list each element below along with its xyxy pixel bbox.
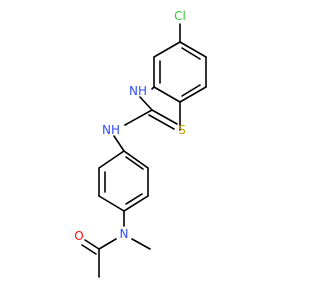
bond-n-methyl xyxy=(131,238,151,250)
chlorotoluene-ring xyxy=(153,41,207,103)
chemical-structure: Cl NH S NH O N xyxy=(74,9,207,278)
atom-n-amide: N xyxy=(120,227,129,241)
double-bond-c-s xyxy=(148,114,175,130)
bond-nh-c xyxy=(139,96,153,111)
double-bond xyxy=(125,156,144,170)
bond xyxy=(153,86,181,103)
bond xyxy=(123,195,149,212)
atom-nh-upper: NH xyxy=(129,84,147,98)
bond xyxy=(98,150,125,169)
double-bond xyxy=(181,47,201,60)
bond-c-nh xyxy=(151,86,155,90)
bond-nh-ring xyxy=(113,135,125,152)
phenylene-ring xyxy=(98,150,149,212)
atom-o: O xyxy=(74,229,83,243)
double-bond-c-o xyxy=(84,239,100,250)
bond-nh-c xyxy=(124,109,153,126)
bond xyxy=(179,41,207,58)
double-bond xyxy=(181,84,201,97)
double-bond-c-o xyxy=(81,244,97,255)
bond xyxy=(123,150,149,169)
bond xyxy=(98,195,125,212)
atom-s: S xyxy=(178,123,186,137)
double-bond xyxy=(125,193,143,205)
double-bond-c-s xyxy=(151,109,178,125)
bond xyxy=(179,86,207,103)
atom-cl: Cl xyxy=(174,9,186,23)
atom-nh-lower: NH xyxy=(102,123,120,137)
bond-n-carbonyl xyxy=(98,238,117,250)
bond xyxy=(153,41,181,58)
